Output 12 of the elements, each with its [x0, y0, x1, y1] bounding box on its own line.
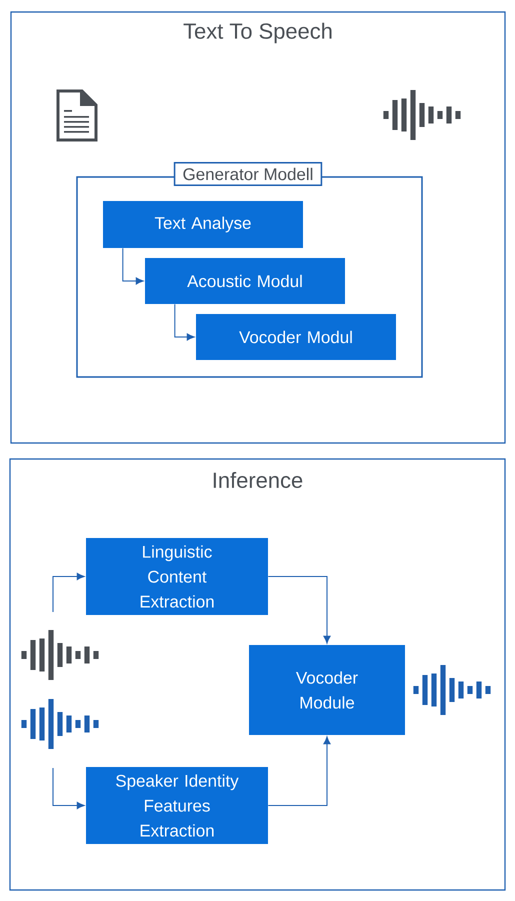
arrow [52, 572, 85, 612]
arrow [174, 304, 195, 341]
process-box: Speaker Identity Features Extraction [86, 767, 268, 844]
process-box: Acoustic Modul [145, 258, 345, 304]
process-box: Text Analyse [103, 201, 303, 248]
arrow [268, 576, 331, 644]
process-box: Linguistic Content Extraction [86, 538, 268, 615]
arrow [122, 248, 144, 285]
arrow [268, 736, 331, 806]
process-box: Vocoder Modul [196, 314, 396, 360]
process-box: Vocoder Module [249, 645, 405, 735]
arrow [52, 768, 85, 810]
